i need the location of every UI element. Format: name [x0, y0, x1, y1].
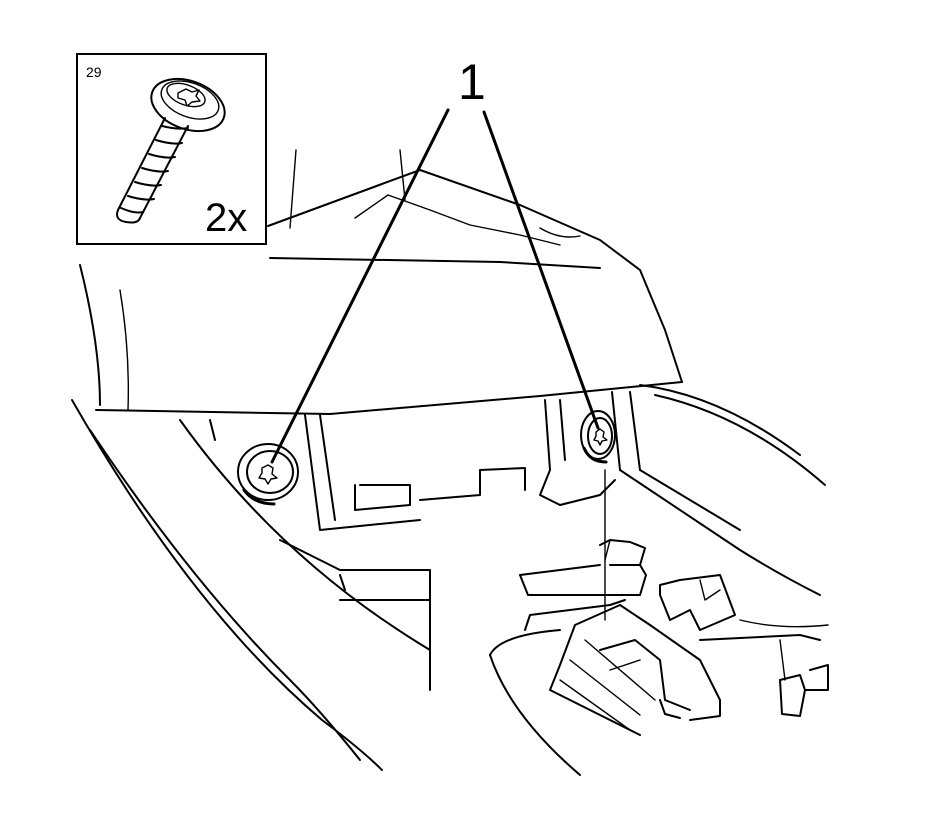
inset-quantity: 2x [205, 196, 247, 240]
part-inset: 29 2x [76, 53, 267, 245]
callout-label: 1 [458, 54, 486, 110]
shift-boot [549, 604, 721, 736]
leader-line-right [482, 110, 600, 430]
right-console-side [619, 384, 829, 717]
right-fastener [580, 410, 616, 464]
inset-part-number: 29 [86, 64, 102, 80]
upper-console-cover [79, 149, 683, 415]
left-trim-panel [71, 399, 431, 771]
leader-line-left [270, 108, 450, 464]
left-fastener [237, 443, 299, 506]
inset-frame [76, 53, 267, 245]
lower-console [279, 539, 647, 776]
callout-group: 1 [270, 54, 600, 464]
mounting-bracket [304, 391, 641, 621]
screw-with-washer-icon [116, 77, 226, 224]
